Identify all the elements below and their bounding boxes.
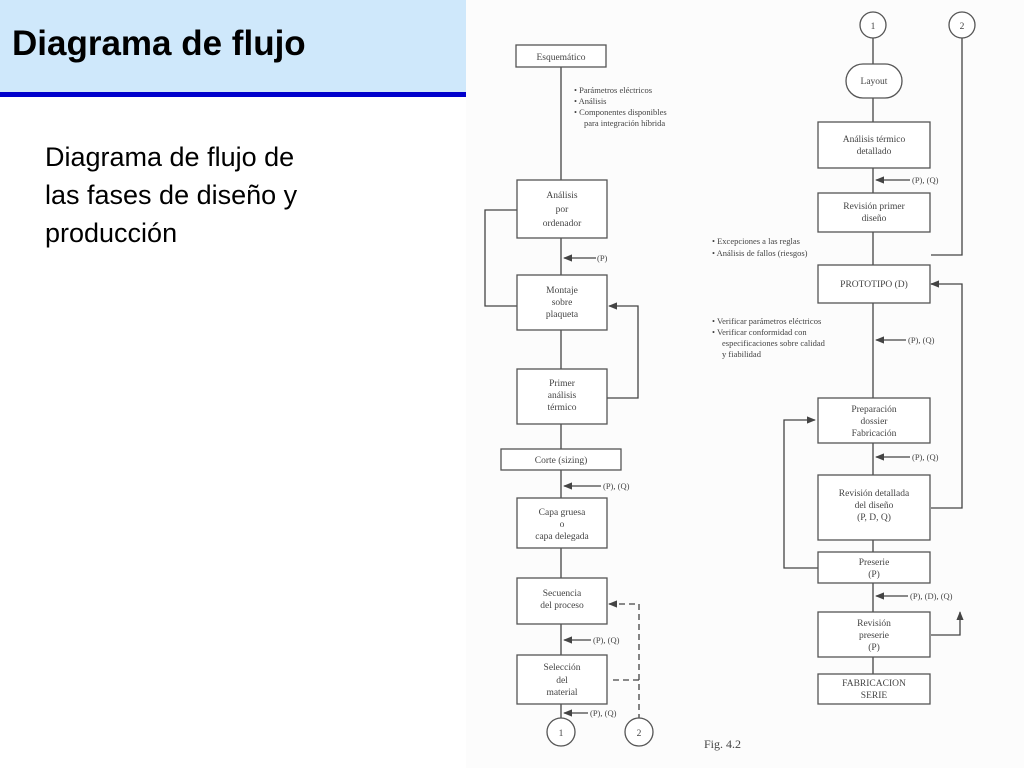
analisis-line-3: ordenador [543,219,582,229]
bullet1-4: para integración híbrida [584,118,665,128]
bullet2-1: • Excepciones a las reglas [712,236,800,246]
secuencia-line-1: Secuencia [543,589,582,599]
bullet2-2: • Análisis de fallos (riesgos) [712,248,808,258]
revision-primer-line-1: Revisión primer [843,202,905,212]
analisis-termico-line-2: detallado [857,147,892,157]
connector-2-bottom-label: 2 [637,729,642,739]
connector-2-top [948,11,976,39]
box-revision-detallada [817,474,931,541]
right-pq3: (P), (Q) [912,452,939,462]
corte-label: Corte (sizing) [535,455,588,466]
seleccion-line-3: material [546,688,577,698]
capa-line-2: o [560,520,565,530]
box-preserie [817,551,931,584]
box-revision-preserie [817,611,931,658]
capa-line-3: capa delegada [535,532,589,542]
seleccion-line-1: Selección [544,663,581,673]
connector-1-bottom-label: 1 [559,729,564,739]
preparacion-line-1: Preparación [851,405,897,415]
connector-2-bottom [624,717,654,747]
left-pq1: (P), (Q) [603,481,630,491]
box-esquematico [515,44,607,68]
box-revision-primer [817,192,931,233]
connector-2-top-label: 2 [960,22,965,32]
bullet3-2: • Verificar conformidad con [712,327,807,337]
revision-detallada-line-2: del diseño [855,501,894,511]
prototipo-label: PROTOTIPO (D) [840,279,908,290]
layout-label: Layout [861,77,888,87]
analisis-termico-line-1: Análisis térmico [843,135,906,145]
connector-1-top-label: 1 [871,22,876,32]
title-band: Diagrama de flujo [0,0,466,92]
montaje-line-3: plaqueta [546,310,579,320]
connector-1-bottom [546,717,576,747]
esquematico-label: Esquemático [536,53,585,63]
revision-detallada-line-3: (P, D, Q) [857,512,891,523]
primer-line-3: térmico [547,403,576,413]
box-montaje [516,274,608,331]
body-line-2: las fases de diseño y [45,180,298,210]
box-corte [500,448,622,471]
seleccion-line-2: del [556,676,568,686]
box-prototipo [817,264,931,304]
left-p1: (P) [597,253,608,263]
body-line-3: producción [45,218,178,248]
fabricacion-line-1: FABRICACION [842,679,906,689]
bullet1-2: • Análisis [574,96,607,106]
capa-line-1: Capa gruesa [539,508,586,518]
revision-preserie-line-2: preserie [859,631,889,641]
flowchart-svg: Esquemático Análisis por ordenador Monta… [484,11,976,751]
preserie-line-2: (P) [868,569,880,580]
revision-primer-line-2: diseño [862,214,887,224]
bullet3-3: especificaciones sobre calidad [722,338,826,348]
bullet3-4: y fiabilidad [722,349,762,359]
preparacion-line-2: dossier [861,417,889,427]
revision-detallada-line-1: Revisión detallada [839,489,910,499]
preparacion-line-3: Fabricación [852,429,897,439]
left-pq2: (P), (Q) [593,635,620,645]
slide-title: Diagrama de flujo [12,24,306,63]
box-primer-analisis [516,368,608,425]
box-capa [516,497,608,549]
fabricacion-line-2: SERIE [861,691,888,701]
box-preparacion [817,397,931,444]
right-pq1: (P), (Q) [912,175,939,185]
analisis-line-1: Análisis [546,191,577,201]
box-secuencia [516,577,608,625]
analisis-line-2: por [556,205,570,215]
figure-caption: Fig. 4.2 [704,737,741,751]
box-fabricacion [817,673,931,705]
revision-preserie-line-3: (P) [868,642,880,653]
box-seleccion [516,654,608,705]
box-analisis-termico [817,121,931,169]
right-pq2: (P), (Q) [908,335,935,345]
bullet1-3: • Componentes disponibles [574,107,667,117]
bullet3-1: • Verificar parámetros eléctricos [712,316,821,326]
title-underline [0,92,466,97]
slide-body-text: Diagrama de flujo de las fases de diseño… [45,138,375,252]
secuencia-line-2: del proceso [540,601,584,611]
box-layout [845,63,903,99]
preserie-line-1: Preserie [859,558,890,568]
bullet1-1: • Parámetros eléctricos [574,85,652,95]
revision-preserie-line-1: Revisión [857,619,891,629]
primer-line-1: Primer [549,379,576,389]
montaje-line-2: sobre [552,298,573,308]
primer-line-2: análisis [548,391,577,401]
body-line-1: Diagrama de flujo de [45,142,295,172]
flowchart-figure: Esquemático Análisis por ordenador Monta… [466,0,1024,768]
montaje-line-1: Montaje [546,286,578,296]
right-pdq: (P), (D), (Q) [910,591,953,601]
box-analisis-ordenador [516,179,608,239]
left-pq3: (P), (Q) [590,708,617,718]
connector-1-top [859,11,887,39]
